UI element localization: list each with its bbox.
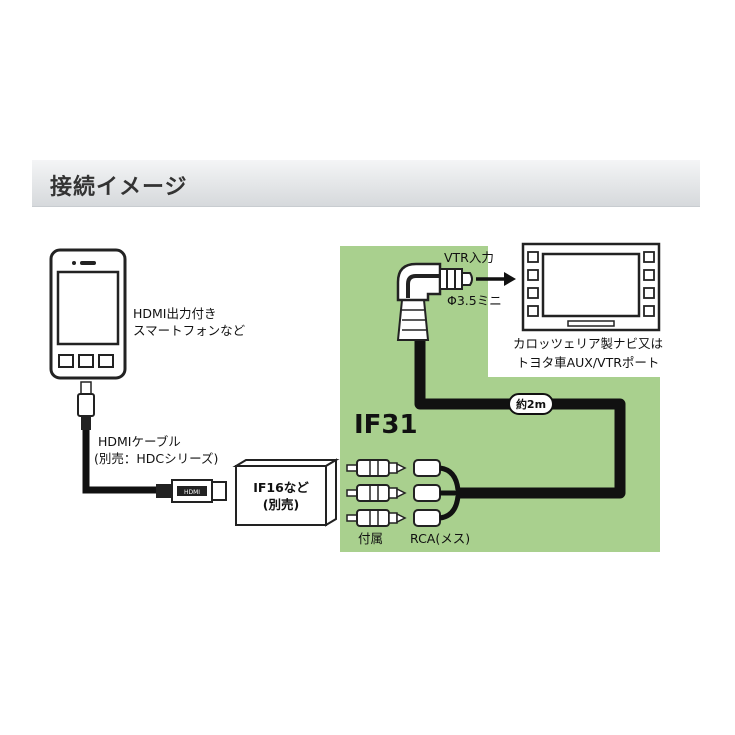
section-header: 接続イメージ: [32, 160, 700, 207]
navi-label-line1: カロッツェリア製ナビ又は: [513, 336, 663, 351]
micro-hdmi-plug-icon: [77, 381, 95, 430]
hdmi-plug-icon: HDMI: [156, 479, 227, 503]
section-title: 接続イメージ: [50, 175, 188, 200]
converter-label-line2: (別売): [263, 497, 299, 512]
rca-female-jacks-icon: [413, 459, 441, 527]
navi-label-line2: トヨタ車AUX/VTRポート: [517, 355, 660, 370]
product-name: IF31: [354, 410, 418, 440]
mini-jack-label: Φ3.5ミニ: [447, 293, 502, 308]
rca-label: RCA(メス): [410, 531, 470, 546]
hdmi-cable: [82, 430, 158, 494]
smartphone-label-line2: スマートフォンなど: [133, 323, 246, 338]
cable-length-label: 約2m: [516, 397, 546, 411]
if31-cable: [414, 340, 626, 499]
smartphone-icon: [49, 248, 127, 380]
mini-plug-icon: [396, 262, 473, 341]
if31-cable-branches: [439, 465, 461, 521]
hdmi-cable-label-line2: (別売：HDCシリーズ): [94, 451, 218, 466]
vtr-input-label: VTR入力: [444, 250, 494, 265]
rca-male-plugs-icon: [346, 459, 407, 527]
hdmi-plug-text: HDMI: [184, 489, 200, 496]
navi-display-icon: [521, 242, 661, 332]
hdmi-cable-label-line1: HDMIケーブル: [98, 434, 181, 449]
arrow-right-icon: [476, 272, 516, 286]
converter-box-icon: [232, 458, 340, 527]
included-label: 付属: [358, 531, 383, 546]
smartphone-label-line1: HDMI出力付き: [133, 306, 217, 321]
cable-length-badge: 約2m: [508, 393, 554, 415]
converter-label-line1: IF16など: [253, 480, 309, 495]
